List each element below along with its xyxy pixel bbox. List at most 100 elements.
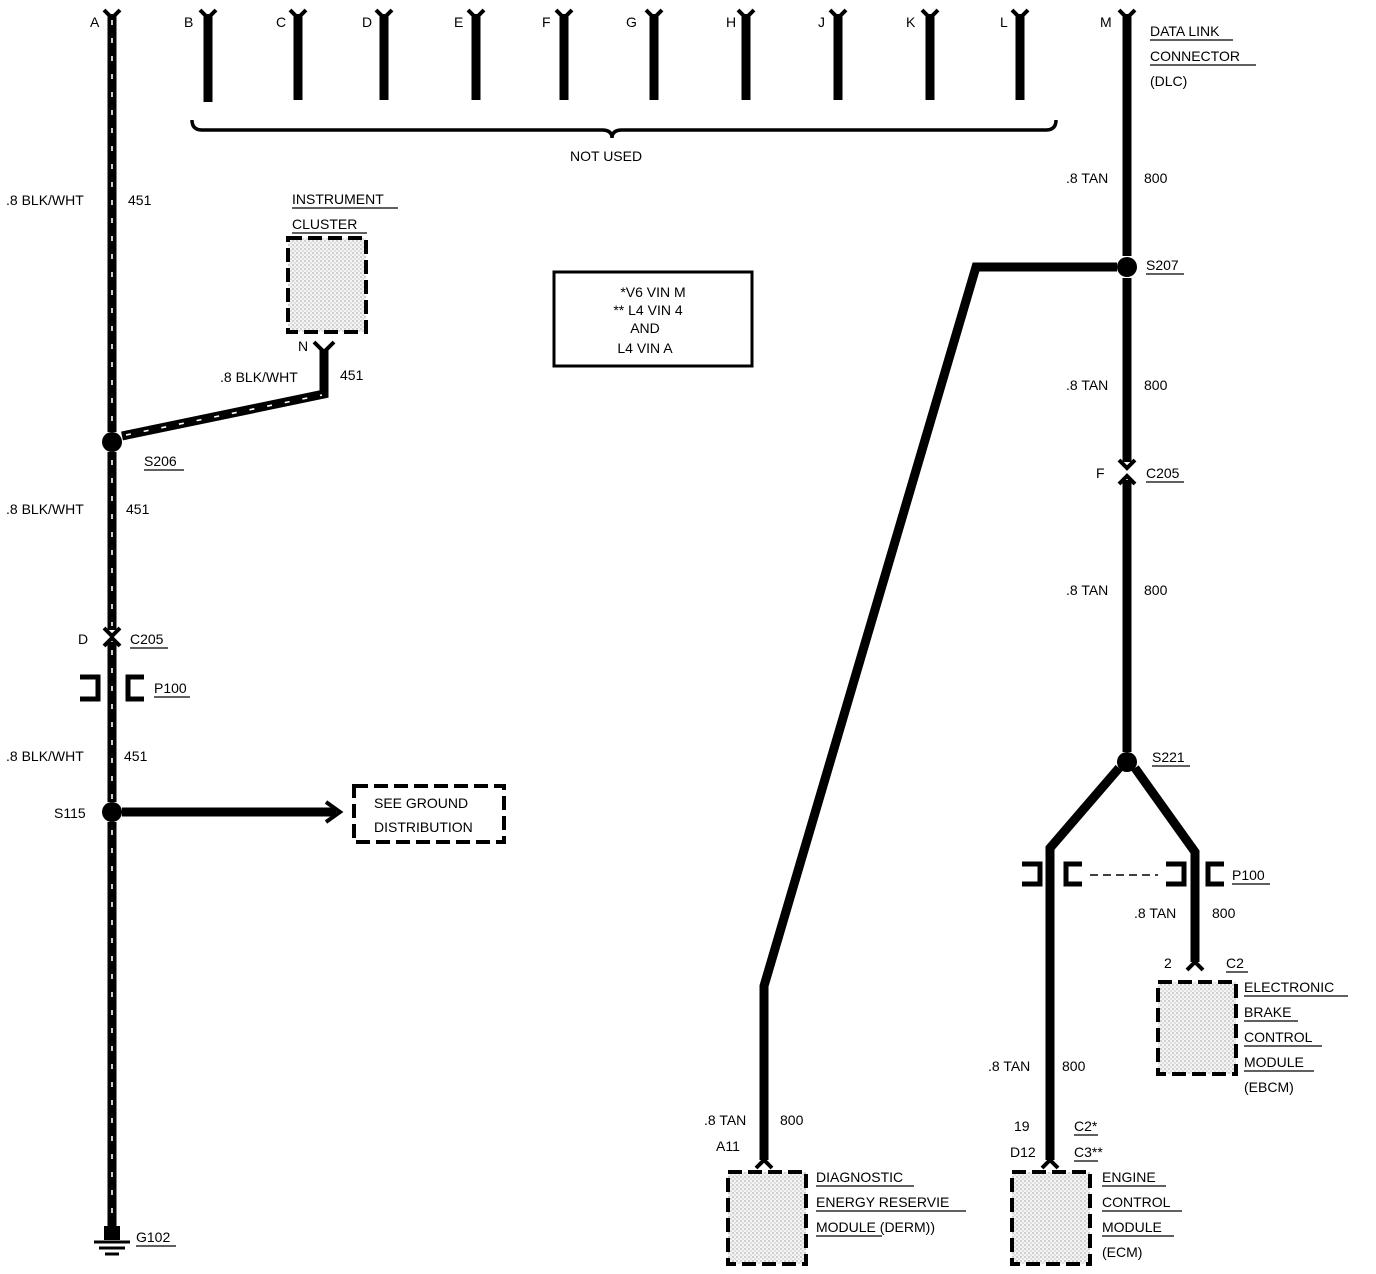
dlc-title-line1: DATA LINK: [1150, 23, 1220, 39]
ebcm-line5: (EBCM): [1244, 1079, 1294, 1095]
ecm-pin-v6: 19: [1014, 1118, 1030, 1134]
circuit-800-ebcm: 800: [1212, 905, 1236, 921]
p100-bracket-right: [125, 674, 144, 702]
ecm-connector-v6: C2*: [1074, 1118, 1098, 1134]
ecm-line4: (ECM): [1102, 1244, 1142, 1260]
p100-right-bracket-2: [1063, 861, 1082, 887]
ground-ref-line2: DISTRIBUTION: [374, 819, 473, 835]
ground-g102-label: G102: [136, 1229, 170, 1245]
circuit-800-ecm: 800: [1062, 1058, 1086, 1074]
splice-s221-label: S221: [1152, 749, 1185, 765]
dlc-title-line3: (DLC): [1150, 73, 1187, 89]
circuit-451-c: 451: [124, 748, 148, 764]
p100-right-bracket-1: [1022, 861, 1043, 887]
ecm-module: 19 D12 C2* C3** ENGINE CONTROL MODULE (E…: [1010, 1118, 1182, 1266]
ebcm-module: 2 C2 ELECTRONIC BRAKE CONTROL MODULE (EB…: [1156, 955, 1348, 1095]
wire-label-451-c: .8 BLK/WHT: [6, 748, 84, 764]
c205-right-pin: F: [1096, 465, 1105, 481]
not-used-label: NOT USED: [570, 148, 642, 164]
circuit-451: S206 .8 BLK/WHT 451 .8 BLK/WHT 451 .8 BL…: [6, 8, 506, 1256]
dlc-pin-e: E: [454, 14, 463, 30]
instrument-cluster-box: [286, 236, 368, 334]
ecm-line2: CONTROL: [1102, 1194, 1171, 1210]
ecm-box: [1010, 1170, 1092, 1266]
ebcm-line1: ELECTRONIC: [1244, 979, 1334, 995]
p100-left-label: P100: [154, 680, 187, 696]
instrument-cluster-line2: CLUSTER: [292, 216, 357, 232]
dlc-pin-m: M: [1100, 14, 1112, 30]
ecm-line3: MODULE: [1102, 1219, 1162, 1235]
splice-s207: [1117, 257, 1137, 277]
p100-bracket-left: [80, 674, 101, 702]
circuit-800: S207 S221 P100 .8 TAN 800 .8 TAN 800 F: [704, 8, 1270, 1170]
p100-right-bracket-4: [1205, 861, 1224, 887]
note-line1: *V6 VIN M: [620, 284, 685, 300]
wire-label-800-ecm: .8 TAN: [988, 1058, 1030, 1074]
vehicle-note-box: [552, 270, 754, 368]
ebcm-box: [1156, 980, 1238, 1076]
circuit-800-a: 800: [1144, 170, 1168, 186]
splice-s115-label: S115: [54, 805, 86, 821]
circuit-451-b: 451: [126, 501, 150, 517]
dlc-pin-b: B: [184, 14, 193, 30]
ground-reference-box: [352, 784, 506, 844]
wire-label-451-b: .8 BLK/WHT: [6, 501, 84, 517]
circuit-800-derm: 800: [780, 1112, 804, 1128]
instrument-cluster: INSTRUMENT CLUSTER N: [286, 191, 398, 354]
circuit-800-b: 800: [1144, 377, 1168, 393]
splice-s206-label: S206: [144, 453, 177, 469]
derm-pin: A11: [716, 1138, 740, 1154]
dlc-pin-f: F: [542, 14, 551, 30]
ebcm-line3: CONTROL: [1244, 1029, 1313, 1045]
vehicle-note: *V6 VIN M ** L4 VIN 4 AND L4 VIN A: [552, 270, 754, 368]
c205-left-pin: D: [78, 631, 88, 647]
ebcm-line4: MODULE: [1244, 1054, 1304, 1070]
ground-symbol: [94, 1226, 130, 1256]
splice-s207-label: S207: [1146, 257, 1179, 273]
wire-label-800-b: .8 TAN: [1066, 377, 1108, 393]
derm-line3: MODULE (DERM)): [816, 1219, 935, 1235]
note-line2: ** L4 VIN 4: [613, 302, 682, 318]
p100-right-bracket-3: [1166, 861, 1187, 887]
note-line3: AND: [630, 320, 660, 336]
ecm-pin-l4: D12: [1010, 1144, 1036, 1160]
dlc-pin-a: A: [90, 14, 100, 30]
wire-label-451-branch: .8 BLK/WHT: [220, 369, 298, 385]
dlc-pin-l: L: [1000, 14, 1008, 30]
wire-label-800-derm: .8 TAN: [704, 1112, 746, 1128]
note-line4: L4 VIN A: [617, 340, 673, 356]
ebcm-connector: C2: [1226, 955, 1244, 971]
splice-s115: [102, 802, 122, 822]
dlc-connector: A B C D E F G H J K L M NOT USED DATA LI…: [90, 8, 1256, 164]
c205-right-label: C205: [1146, 465, 1180, 481]
ecm-line1: ENGINE: [1102, 1169, 1156, 1185]
derm-box: [726, 1170, 808, 1266]
instrument-cluster-pin: N: [298, 338, 308, 354]
ebcm-pin: 2: [1164, 955, 1172, 971]
ground-ref-line1: SEE GROUND: [374, 795, 468, 811]
dlc-pin-k: K: [906, 14, 916, 30]
ebcm-line2: BRAKE: [1244, 1004, 1291, 1020]
dlc-pin-h: H: [726, 14, 736, 30]
circuit-451-branch: 451: [340, 367, 364, 383]
dlc-pin-c: C: [276, 14, 286, 30]
dlc-pin-g: G: [626, 14, 637, 30]
c205-left-label: C205: [130, 631, 164, 647]
wire-label-800-c: .8 TAN: [1066, 582, 1108, 598]
derm-line2: ENERGY RESERVIE: [816, 1194, 949, 1210]
splice-s221: [1117, 752, 1137, 772]
dlc-title-line2: CONNECTOR: [1150, 48, 1240, 64]
circuit-800-c: 800: [1144, 582, 1168, 598]
ecm-connector-l4: C3**: [1074, 1144, 1103, 1160]
wire-label-451-a: .8 BLK/WHT: [6, 192, 84, 208]
splice-s206: [102, 432, 122, 452]
circuit-451-a: 451: [128, 192, 152, 208]
instrument-cluster-line1: INSTRUMENT: [292, 191, 384, 207]
dlc-pin-d: D: [362, 14, 372, 30]
not-used-brace: [190, 119, 1058, 139]
dlc-unused-pins: [198, 8, 1030, 102]
p100-right-label: P100: [1232, 867, 1265, 883]
derm-line1: DIAGNOSTIC: [816, 1169, 903, 1185]
dlc-pin-j: J: [818, 14, 825, 30]
